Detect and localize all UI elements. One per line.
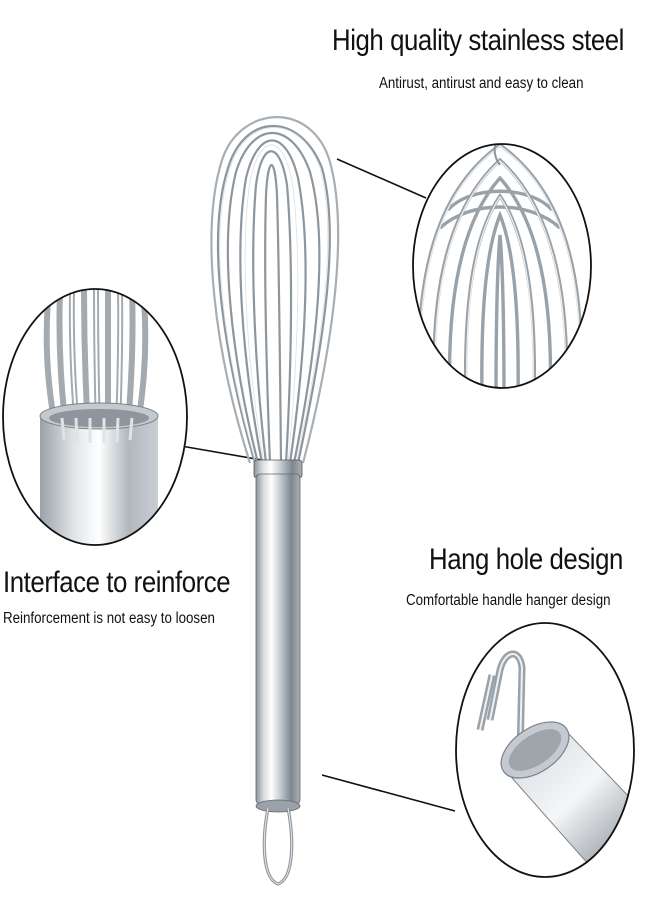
feature-title-interface-reinforce: Interface to reinforce [3, 566, 231, 599]
feature-subtitle-stainless-steel: Antirust, antirust and easy to clean [379, 75, 584, 92]
whisk-handle [255, 473, 301, 805]
feature-subtitle-interface-reinforce: Reinforcement is not easy to loosen [3, 610, 215, 627]
whisk-wires [210, 116, 340, 464]
whisk-handle-end [255, 799, 301, 813]
zoom-circle-handle-joint [2, 288, 188, 546]
zoom-circle-hang-loop [455, 622, 635, 878]
feature-title-hang-hole: Hang hole design [429, 543, 623, 576]
feature-subtitle-hang-hole: Comfortable handle hanger design [406, 592, 611, 609]
whisk [210, 116, 340, 886]
whisk-wires-highlight [219, 127, 329, 464]
zoom-circle-wire-loops [412, 143, 592, 389]
feature-title-stainless-steel: High quality stainless steel [332, 24, 624, 57]
